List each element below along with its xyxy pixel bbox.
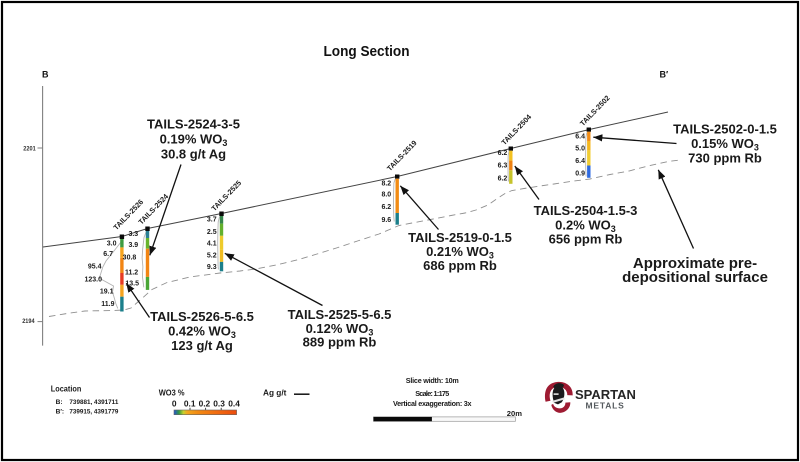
- svg-text:3.7: 3.7: [207, 216, 217, 223]
- svg-text:730 ppm Rb: 730 ppm Rb: [688, 151, 762, 166]
- svg-text:739881, 4391711: 739881, 4391711: [69, 399, 118, 406]
- svg-text:0: 0: [172, 398, 177, 408]
- svg-text:0.21% WO3: 0.21% WO3: [426, 244, 494, 261]
- svg-text:5.2: 5.2: [207, 253, 217, 260]
- svg-text:0.12% WO3: 0.12% WO3: [306, 321, 374, 338]
- svg-text:19.1: 19.1: [100, 289, 114, 296]
- svg-text:WO3 %: WO3 %: [159, 388, 185, 398]
- svg-text:0.2: 0.2: [199, 398, 211, 408]
- svg-text:8.0: 8.0: [381, 192, 391, 199]
- svg-text:3.9: 3.9: [128, 242, 138, 249]
- svg-text:123 g/t Ag: 123 g/t Ag: [171, 338, 233, 353]
- svg-text:METALS: METALS: [586, 400, 625, 410]
- svg-text:6.3: 6.3: [498, 163, 508, 170]
- svg-text:TAILS-2502-0-1.5: TAILS-2502-0-1.5: [673, 122, 777, 137]
- svg-text:2201: 2201: [23, 146, 36, 153]
- svg-text:6.2: 6.2: [498, 176, 508, 183]
- svg-text:0.9: 0.9: [575, 171, 585, 178]
- svg-text:9.3: 9.3: [207, 264, 217, 271]
- svg-text:3.3: 3.3: [128, 231, 138, 238]
- svg-text:3.0: 3.0: [107, 240, 117, 247]
- svg-text:5.0: 5.0: [575, 146, 585, 153]
- svg-text:SPARTAN: SPARTAN: [575, 387, 636, 402]
- svg-text:123.0: 123.0: [84, 276, 102, 283]
- svg-text:Vertical exaggeration: 3x: Vertical exaggeration: 3x: [393, 399, 472, 408]
- svg-text:Long Section: Long Section: [324, 43, 410, 60]
- svg-text:889 ppm Rb: 889 ppm Rb: [303, 335, 377, 350]
- svg-text:0.15% WO3: 0.15% WO3: [691, 136, 759, 153]
- svg-text:B′:: B′:: [56, 408, 65, 415]
- svg-text:20m: 20m: [507, 409, 522, 418]
- svg-text:6.4: 6.4: [575, 158, 585, 165]
- svg-text:686 ppm Rb: 686 ppm Rb: [423, 258, 497, 273]
- svg-text:30.8: 30.8: [123, 254, 137, 261]
- svg-text:739915, 4391779: 739915, 4391779: [69, 408, 118, 415]
- svg-text:11.2: 11.2: [125, 269, 138, 276]
- svg-text:B: B: [42, 70, 49, 80]
- svg-text:Scale: 1:175: Scale: 1:175: [415, 389, 449, 398]
- svg-text:0.42% WO3: 0.42% WO3: [168, 324, 236, 341]
- svg-text:11.9: 11.9: [101, 301, 114, 308]
- svg-text:Location: Location: [51, 385, 82, 394]
- svg-text:B:: B:: [56, 399, 63, 406]
- svg-text:30.8 g/t Ag: 30.8 g/t Ag: [161, 147, 226, 162]
- svg-text:6.4: 6.4: [575, 134, 585, 141]
- svg-text:B′: B′: [660, 70, 669, 80]
- svg-text:8.2: 8.2: [381, 180, 391, 187]
- svg-text:6.7: 6.7: [103, 251, 113, 258]
- svg-text:0.1: 0.1: [184, 398, 196, 408]
- svg-text:0.3: 0.3: [213, 398, 225, 408]
- svg-text:2194: 2194: [22, 318, 35, 325]
- svg-text:TAILS-2504-1.5-3: TAILS-2504-1.5-3: [534, 203, 638, 218]
- svg-text:6.2: 6.2: [381, 204, 391, 211]
- svg-text:4.1: 4.1: [207, 241, 217, 248]
- svg-text:TAILS-2519-0-1.5: TAILS-2519-0-1.5: [408, 230, 512, 245]
- svg-text:9.6: 9.6: [381, 217, 391, 224]
- svg-text:Approximate pre-: Approximate pre-: [633, 255, 757, 272]
- svg-text:656 ppm Rb: 656 ppm Rb: [549, 232, 623, 247]
- svg-text:TAILS-2524-3-5: TAILS-2524-3-5: [147, 117, 240, 132]
- svg-text:6.2: 6.2: [498, 150, 508, 157]
- svg-text:95.4: 95.4: [88, 264, 102, 271]
- svg-text:Ag g/t: Ag g/t: [263, 387, 287, 397]
- svg-text:TAILS-2525-5-6.5: TAILS-2525-5-6.5: [288, 307, 392, 322]
- svg-text:0.2% WO3: 0.2% WO3: [555, 218, 616, 235]
- svg-text:0.4: 0.4: [228, 398, 240, 408]
- svg-text:TAILS-2526-5-6.5: TAILS-2526-5-6.5: [150, 309, 254, 324]
- svg-text:depositional surface: depositional surface: [622, 269, 768, 286]
- svg-text:Slice width: 10m: Slice width: 10m: [406, 376, 459, 385]
- svg-text:2.5: 2.5: [207, 229, 217, 236]
- svg-text:0.19% WO3: 0.19% WO3: [160, 132, 228, 149]
